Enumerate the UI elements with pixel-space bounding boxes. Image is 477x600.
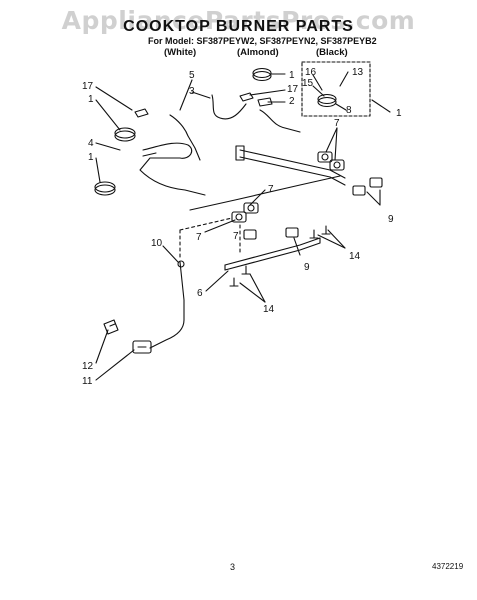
screw-14-c	[229, 277, 239, 287]
screw-14-a	[309, 229, 319, 239]
part-code: 4372219	[432, 562, 464, 571]
callout-17-right: 17	[287, 84, 299, 95]
color-almond-label: (Almond)	[237, 47, 279, 58]
screw-14-d	[241, 265, 251, 275]
bracket-17-right	[239, 92, 254, 102]
switch-left	[243, 229, 257, 240]
color-black-label: (Black)	[316, 47, 348, 58]
callout-14-left: 14	[263, 304, 275, 315]
bracket-2	[257, 97, 273, 107]
manifold-mid	[189, 175, 341, 211]
switch-right-1	[352, 185, 366, 196]
callout-1-d: 1	[396, 108, 402, 119]
gas-tube-center	[211, 94, 247, 120]
callout-2: 2	[289, 96, 295, 107]
burner-head-top-right	[252, 67, 272, 82]
callout-7-low: 7	[233, 231, 239, 242]
callout-3: 3	[189, 86, 195, 97]
switch-center	[285, 227, 299, 238]
valve-upper-right	[317, 151, 333, 163]
callout-1-b: 1	[88, 152, 94, 163]
gas-tube-left	[139, 142, 206, 196]
color-white-label: (White)	[164, 47, 197, 58]
callout-10: 10	[151, 238, 163, 249]
callout-14-right: 14	[349, 251, 361, 262]
bracket-12	[103, 319, 119, 335]
callout-4: 4	[88, 138, 94, 149]
tube-fitting	[177, 260, 185, 268]
callout-12: 12	[82, 361, 94, 372]
manifold-upper	[239, 149, 346, 179]
callout-7-left: 7	[196, 232, 202, 243]
page-title: COOKTOP BURNER PARTS	[123, 18, 354, 35]
valve-center	[243, 202, 259, 214]
burner-head-detail	[317, 93, 337, 108]
regulator-11	[132, 340, 152, 354]
model-numbers: For Model: SF387PEYW2, SF387PEYN2, SF387…	[148, 36, 377, 46]
callout-15: 15	[302, 78, 314, 89]
bracket-17-left	[134, 108, 149, 118]
watermark: AppliancePartsPros.com	[61, 6, 416, 35]
gas-tube-right	[259, 109, 301, 133]
page-number: 3	[230, 562, 236, 572]
callout-8: 8	[346, 105, 352, 116]
manifold-end-cap	[235, 145, 245, 161]
valve-left	[231, 211, 247, 223]
callout-11: 11	[82, 376, 93, 387]
callout-7-top: 7	[334, 118, 340, 129]
callout-13: 13	[352, 67, 364, 78]
detail-box	[301, 61, 371, 117]
callout-1-a: 1	[88, 94, 94, 105]
supply-tube-10	[149, 261, 185, 349]
callout-1-c: 1	[289, 70, 295, 81]
burner-head-top-left	[114, 127, 136, 142]
callout-17-left: 17	[82, 81, 94, 92]
callout-7-mid: 7	[268, 184, 274, 195]
callout-6: 6	[197, 288, 203, 299]
switch-right-2	[369, 177, 383, 188]
gas-tube-3	[169, 114, 201, 161]
callout-9-right: 9	[388, 214, 394, 225]
manifold-rail-6	[224, 237, 321, 266]
burner-head-bottom-left	[94, 181, 116, 196]
valve-right	[329, 159, 345, 171]
callout-9-center: 9	[304, 262, 310, 273]
screw-14-b	[321, 225, 331, 235]
callout-5: 5	[189, 70, 195, 81]
callout-16: 16	[305, 67, 317, 78]
